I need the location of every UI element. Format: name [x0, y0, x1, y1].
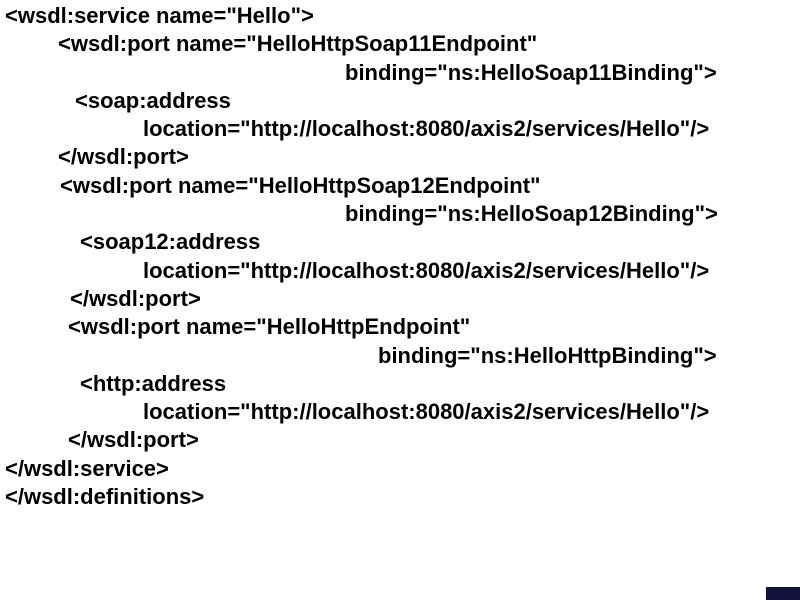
code-line: location="http://localhost:8080/axis2/se… — [143, 257, 710, 283]
code-line: <wsdl:port name="HelloHttpSoap12Endpoint… — [60, 172, 541, 198]
code-line: <http:address — [80, 370, 227, 396]
code-line: </wsdl:definitions> — [5, 484, 205, 510]
code-line: <wsdl:port name="HelloHttpEndpoint" — [68, 314, 471, 340]
code-line: </wsdl:port> — [70, 285, 201, 311]
code-line: location="http://localhost:8080/axis2/se… — [143, 116, 710, 142]
code-line: binding="ns:HelloSoap12Binding"> — [345, 201, 718, 227]
code-line: <soap:address — [75, 87, 231, 113]
code-line: </wsdl:service> — [5, 455, 169, 481]
code-line: </wsdl:port> — [58, 144, 189, 170]
code-line: <wsdl:port name="HelloHttpSoap11Endpoint… — [58, 31, 538, 57]
code-line: <soap12:address — [80, 229, 261, 255]
code-line: location="http://localhost:8080/axis2/se… — [143, 399, 710, 425]
code-line: binding="ns:HelloSoap11Binding"> — [345, 59, 717, 85]
wsdl-code-block: <wsdl:service name="Hello"> <wsdl:port na… — [0, 2, 800, 511]
corner-mark — [766, 587, 800, 600]
code-line: binding="ns:HelloHttpBinding"> — [378, 342, 717, 368]
code-line: <wsdl:service name="Hello"> — [5, 3, 314, 28]
code-line: </wsdl:port> — [68, 427, 199, 453]
